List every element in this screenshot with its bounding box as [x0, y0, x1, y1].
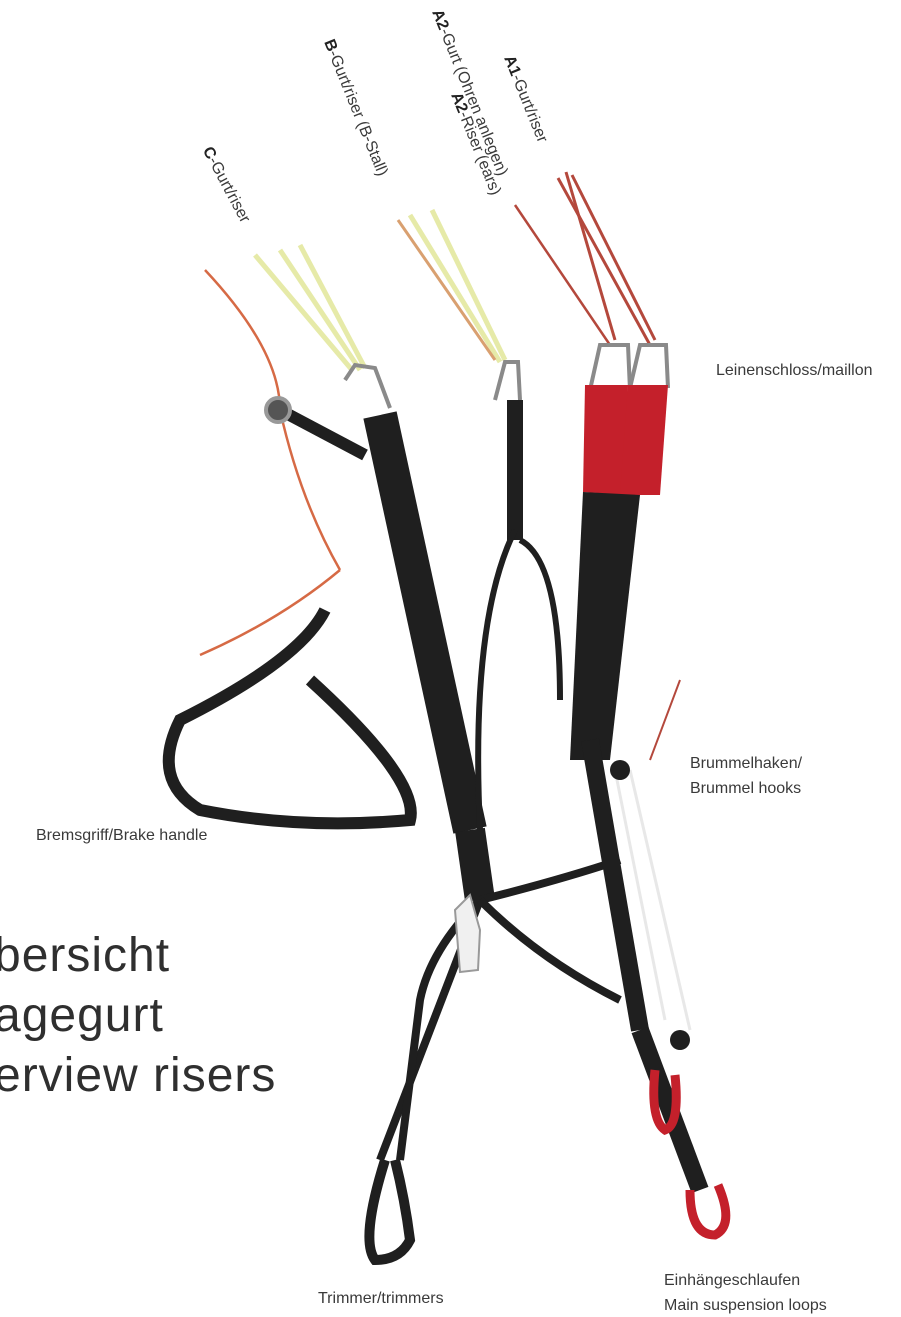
label-brummel-1: Brummelhaken/ — [690, 752, 802, 775]
label-maillon: Leinenschloss/maillon — [716, 359, 873, 382]
title-line-3: erview risers — [0, 1046, 276, 1106]
trimmer-loop — [369, 1160, 410, 1260]
c-lines — [255, 245, 365, 370]
label-brake-handle: Bremsgriff/Brake handle — [36, 824, 207, 847]
brummel-hook-1 — [610, 760, 630, 780]
label-loops-1: Einhängeschlaufen — [664, 1269, 800, 1292]
b-riser — [380, 400, 560, 830]
b-lines — [398, 210, 505, 362]
label-brummel-2: Brummel hooks — [690, 777, 801, 800]
c-riser — [280, 410, 365, 455]
brummel-hook-2 — [670, 1030, 690, 1050]
a-risers — [570, 385, 668, 760]
a1-lines — [558, 172, 655, 345]
title-line-1: bersicht — [0, 926, 170, 986]
label-loops-2: Main suspension loops — [664, 1294, 827, 1317]
brake-handle-shape — [169, 610, 411, 823]
title-line-2: agegurt — [0, 986, 164, 1046]
brake-pulley — [266, 398, 290, 422]
brummel-line-red — [650, 680, 680, 760]
riser-base — [380, 740, 700, 1190]
label-trimmers: Trimmer/trimmers — [318, 1287, 444, 1310]
